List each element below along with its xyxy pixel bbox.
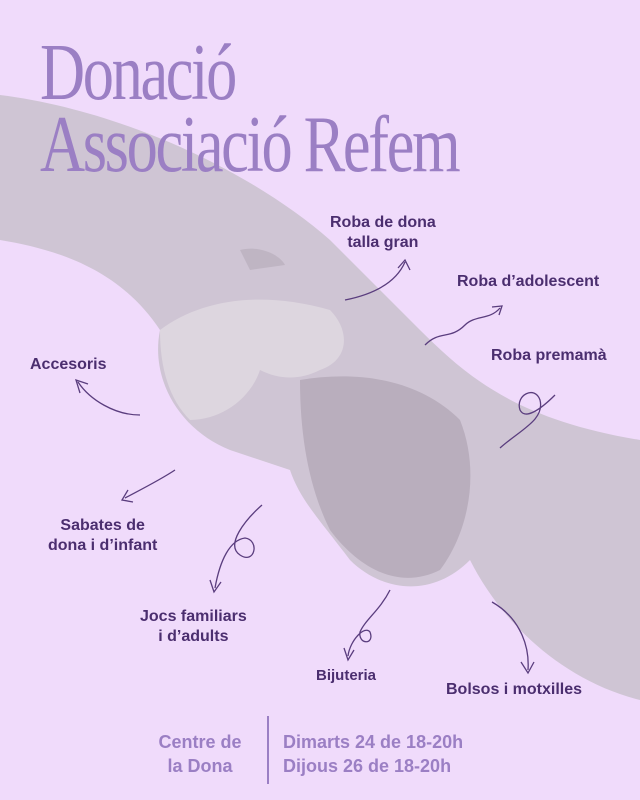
arrow-icon	[209, 504, 263, 594]
arrow-icon	[491, 601, 535, 675]
location-line: la Dona	[167, 756, 233, 776]
arrow-icon	[343, 589, 391, 662]
item-accesoris: Accesoris	[30, 356, 107, 373]
arrow-icon	[344, 258, 411, 301]
arrow-icon	[424, 305, 503, 346]
schedule: Dimarts 24 de 18-20h Dijous 26 de 18-20h	[283, 730, 463, 778]
item-jocs: Jocs familiars i d’adults	[140, 607, 247, 647]
title-line-1: Donació	[40, 29, 237, 117]
item-bijuteria: Bijuteria	[316, 667, 377, 684]
arrow-icon	[499, 391, 556, 449]
item-bolsos: Bolsos i motxilles	[446, 681, 583, 698]
divider	[267, 716, 269, 784]
item-line: Jocs familiars	[140, 608, 247, 625]
item-roba-dona-talla-gran: Roba de dona talla gran	[330, 213, 436, 253]
arrow-icon	[120, 469, 176, 503]
item-line: talla gran	[347, 234, 419, 251]
item-roba-premama: Roba premamà	[491, 347, 607, 364]
title-line-2: Associació Refem	[40, 101, 461, 189]
item-line: Sabates de	[60, 517, 145, 534]
arrow-icon	[75, 378, 141, 416]
location: Centre de la Dona	[150, 730, 250, 778]
schedule-date: Dijous 26 de 18-20h	[283, 756, 452, 776]
schedule-date: Dimarts 24 de 18-20h	[283, 732, 464, 752]
location-line: Centre de	[158, 732, 242, 752]
item-line: i d’adults	[158, 628, 229, 645]
item-line: dona i d’infant	[48, 537, 158, 554]
item-sabates: Sabates de dona i d’infant	[48, 516, 157, 556]
item-line: Roba de dona	[330, 214, 436, 231]
item-roba-adolescent: Roba d’adolescent	[457, 273, 600, 290]
